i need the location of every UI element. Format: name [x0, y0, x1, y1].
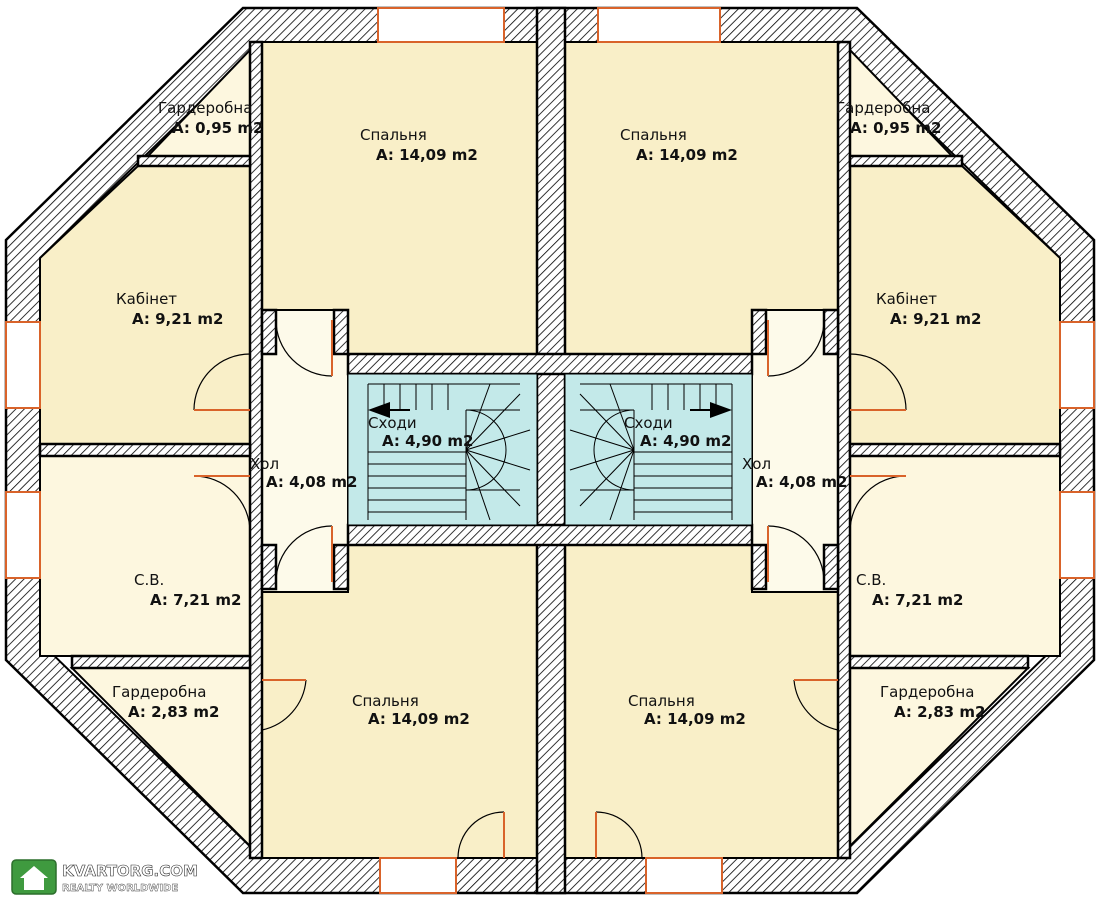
room-bedroom-top-left: [261, 41, 538, 355]
stairs-arrow-left-icon: [368, 402, 390, 418]
room-9-name: Хол: [742, 455, 771, 473]
partition-left-low: [70, 654, 252, 670]
room-10-area: A: 7,21 m2: [150, 591, 241, 609]
room-14-area: A: 14,09 m2: [644, 710, 746, 728]
partition-top-stairs: [346, 352, 754, 376]
room-10-name: С.В.: [134, 571, 164, 589]
room-0-name: Гардеробна: [158, 99, 252, 117]
partition-left-vertical: [248, 40, 264, 860]
partition-left-study-top: [136, 154, 252, 168]
room-8-area: A: 4,08 m2: [266, 473, 357, 491]
room-bedroom-top-right: [564, 41, 839, 355]
room-12-area: A: 2,83 m2: [128, 703, 219, 721]
room-8-name: Хол: [250, 455, 279, 473]
partition-hall-right-top: [750, 308, 768, 356]
stairs-left: [347, 373, 538, 526]
room-4-area: A: 9,21 m2: [132, 310, 223, 328]
partition-right-low: [848, 654, 1030, 670]
room-6-name: Сходи: [368, 414, 417, 432]
room-15-area: A: 2,83 m2: [894, 703, 985, 721]
room-6-area: A: 4,90 m2: [382, 432, 473, 450]
room-2-area: A: 14,09 m2: [636, 146, 738, 164]
room-13-name: Спальня: [352, 692, 419, 710]
partition-hall-right-bottom: [750, 543, 768, 591]
room-0-area: A: 0,95 m2: [172, 119, 263, 137]
room-7-area: A: 4,90 m2: [640, 432, 731, 450]
windows: [5, 7, 1095, 894]
house-icon: [11, 859, 57, 895]
room-1-name: Спальня: [360, 126, 427, 144]
room-bathroom-left: [39, 455, 251, 657]
room-13-area: A: 14,09 m2: [368, 710, 470, 728]
room-15-name: Гардеробна: [880, 683, 974, 701]
watermark: KVARTORG.COM REALTY WORLDWIDE: [11, 859, 198, 895]
room-bedroom-bottom-right: [564, 544, 839, 859]
partition-right-study-top: [848, 154, 964, 168]
partition-hall-right-bottom2: [822, 543, 840, 591]
partition-hall-right-top2: [822, 308, 840, 356]
room-bedroom-bottom-left: [261, 544, 538, 859]
partition-hall-left-bottom: [260, 543, 278, 591]
room-5-name: Кабінет: [876, 290, 937, 308]
room-14-name: Спальня: [628, 692, 695, 710]
room-3-name: Гардеробна: [836, 99, 930, 117]
room-12-name: Гардеробна: [112, 683, 206, 701]
room-2-name: Спальня: [620, 126, 687, 144]
partition-hall-left-bottom2: [332, 543, 350, 591]
room-5-area: A: 9,21 m2: [890, 310, 981, 328]
doors: [193, 319, 907, 859]
watermark-tagline: REALTY WORLDWIDE: [62, 883, 178, 894]
partition-hall-left-top2: [332, 308, 350, 356]
partition-right-vertical: [836, 40, 852, 860]
stairs-right: [564, 373, 753, 526]
stairs-arrow-right-icon: [710, 402, 732, 418]
partition-right-mid: [848, 442, 1062, 458]
partition-hall-left-top: [260, 308, 278, 356]
watermark-brand: KVARTORG.COM: [62, 862, 198, 880]
room-11-area: A: 7,21 m2: [872, 591, 963, 609]
partition-center: [535, 6, 567, 895]
partition-left-mid: [38, 442, 252, 458]
room-7-name: Сходи: [624, 414, 673, 432]
room-4-name: Кабінет: [116, 290, 177, 308]
partition-bottom-stairs: [346, 523, 754, 547]
room-9-area: A: 4,08 m2: [756, 473, 847, 491]
room-bathroom-right: [849, 455, 1061, 657]
room-1-area: A: 14,09 m2: [376, 146, 478, 164]
room-11-name: С.В.: [856, 571, 886, 589]
room-3-area: A: 0,95 m2: [850, 119, 941, 137]
